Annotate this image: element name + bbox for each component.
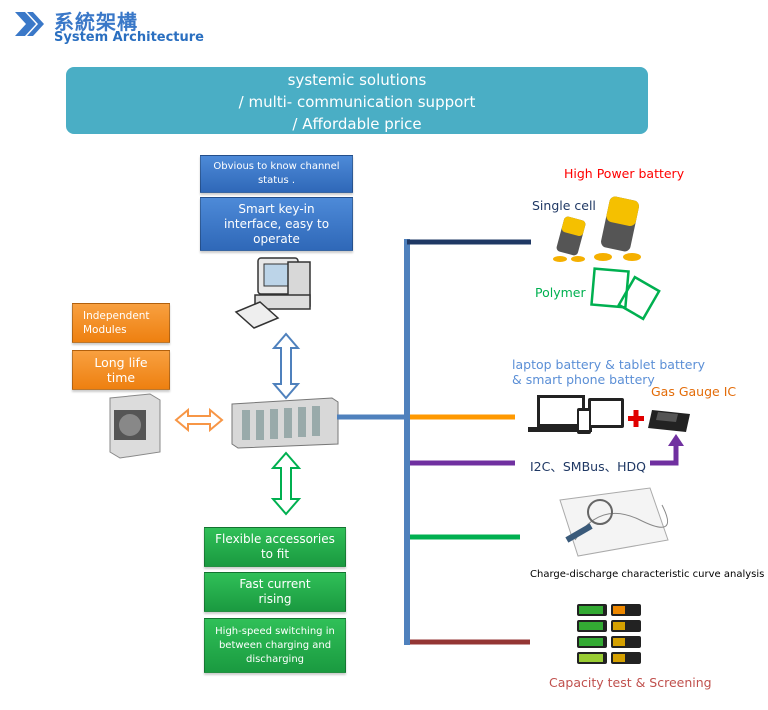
feature-long-life: Long life time — [72, 350, 170, 390]
label-high-power: High Power battery — [564, 166, 685, 181]
capacity-battery-icons — [577, 604, 641, 664]
label-devices-line: laptop battery & tablet battery — [512, 357, 705, 372]
feature-independent-modules: Independent Modules — [72, 303, 170, 343]
feature-fast-current: Fast current rising — [204, 572, 346, 612]
feature-key-in-interface: Smart key-in interface, easy to operate — [200, 197, 353, 251]
devices-image — [528, 395, 624, 434]
battery-level-fill — [613, 654, 625, 662]
battery-characters-image — [553, 196, 641, 262]
double-arrow-vertical-green-icon — [270, 451, 302, 516]
label-curve-analysis: Charge-discharge characteristic curve an… — [530, 569, 765, 580]
label-polymer: Polymer — [535, 285, 586, 300]
rack-tester-image — [231, 397, 339, 449]
label-capacity-test: Capacity test & Screening — [549, 675, 712, 690]
plus-icon — [628, 410, 644, 427]
feature-high-speed-switching: High-speed switching in between charging… — [204, 618, 346, 673]
battery-level-fill — [579, 654, 603, 662]
banner-line: / Affordable price — [292, 115, 422, 133]
feature-channel-status: Obvious to know channel status . — [200, 155, 353, 193]
label-devices-line: & smart phone battery — [512, 372, 655, 387]
banner-line: systemic solutions — [287, 71, 427, 89]
battery-level-fill — [613, 638, 625, 646]
label-protocols: I2C、SMBus、HDQ — [530, 459, 646, 474]
battery-level-fill — [579, 606, 603, 614]
double-arrow-horizontal-icon — [174, 407, 224, 433]
protocol-arrow — [650, 444, 679, 466]
page-title: 系統架構 — [54, 10, 138, 34]
banner-line: / multi- communication support — [238, 93, 476, 111]
double-arrow-vertical-icon — [271, 332, 301, 400]
polymer-battery-icon — [590, 267, 661, 321]
page-subtitle: System Architecture — [54, 30, 205, 45]
battery-level-fill — [579, 622, 603, 630]
power-module-image — [109, 393, 161, 459]
label-single-cell: Single cell — [532, 198, 596, 213]
computer-icon — [234, 257, 311, 329]
double-chevron-right-icon — [15, 12, 44, 36]
battery-level-fill — [579, 638, 603, 646]
curve-analysis-image — [559, 487, 669, 557]
solutions-banner: systemic solutions / multi- communicatio… — [66, 67, 648, 134]
battery-level-fill — [613, 606, 625, 614]
battery-level-fill — [613, 622, 625, 630]
label-gas-gauge: Gas Gauge IC — [651, 384, 737, 399]
gas-gauge-chip-image — [648, 410, 690, 432]
label-devices: laptop battery & tablet battery & smart … — [512, 357, 705, 387]
feature-flexible-accessories: Flexible accessories to fit — [204, 527, 346, 567]
